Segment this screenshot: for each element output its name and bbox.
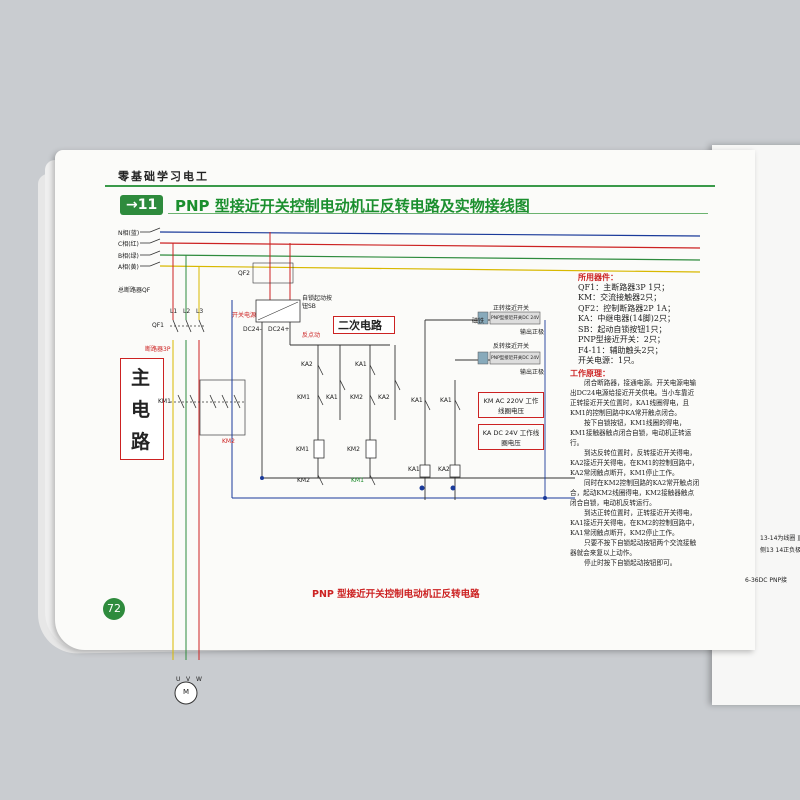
ka2-contact-2-label: KA2	[378, 394, 390, 401]
ka1-coil-label: KA1	[408, 466, 420, 473]
motor-v: V	[186, 676, 191, 683]
work-principle: 工作原理： 闭合断路器，接通电源。开关电源电输出DC24电源给接近开关供电。当小…	[570, 368, 700, 568]
l3-label: L3	[196, 308, 204, 315]
parts-list: 所用器件： QF1：主断路器3P 1只； KM：交流接触器2只； QF2：控制断…	[578, 272, 708, 367]
parts-item: QF2：控制断路器2P 1A；	[578, 303, 676, 313]
out-pos-label-1: 输出正极	[520, 329, 545, 336]
phase-label-b: B相(绿)	[118, 253, 139, 260]
right-page-caption-2: 13-14为线圈 直流	[760, 535, 800, 542]
parts-item: F4-11：辅助触头2只；	[578, 345, 663, 355]
reverse-start-label: 反点动	[302, 332, 321, 339]
km-voltage-box: KM AC 220V 工作线圈电压	[478, 392, 544, 418]
km1-coil-label: KM1	[296, 446, 309, 453]
work-paragraph: 到达正转位置时，正转接近开关得电，KA1接近开关得电，在KM2的控制回路中，KA…	[570, 509, 699, 537]
km1-main-label: KM1	[158, 398, 171, 405]
parts-item: 开关电源：1只。	[578, 356, 640, 365]
section-badge: →11	[120, 195, 164, 215]
km2-contact-label: KM2	[350, 394, 363, 401]
section-title: PNP 型接近开关控制电动机正反转电路及实物接线图	[175, 197, 530, 215]
out-pos-label-2: 输出正极	[520, 369, 545, 376]
book-title: 零基础学习电工	[118, 170, 209, 183]
qf2-label: QF2	[238, 270, 250, 277]
ka1-right-2-label: KA1	[440, 397, 452, 404]
phase-label-a: A相(黄)	[118, 264, 139, 271]
work-heading: 工作原理：	[570, 368, 610, 378]
dc24-minus-label: DC24-	[243, 326, 262, 333]
breaker3p-label: 断路器3P	[145, 346, 171, 353]
parts-item: KA：中继电器(14脚)2只；	[578, 314, 675, 323]
l2-label: L2	[183, 308, 191, 315]
work-paragraph: 到达反转位置时，反转接近开关得电，KA2接近开关得电，在KM1的控制回路中，KA…	[570, 449, 699, 477]
parts-item: KM：交流接触器2只；	[578, 293, 662, 302]
right-page-caption-1: 6-36DC PNP接	[745, 577, 788, 584]
km1-contact-label: KM1	[297, 394, 310, 401]
ka2-contact-label: KA2	[301, 361, 313, 368]
fwd-switch-label: 正转接近开关	[493, 305, 530, 312]
switch-psu-label: 开关电源	[232, 312, 257, 319]
parts-item: PNP型接近开关：2只；	[578, 335, 665, 344]
ka1-contact-2-label: KA1	[326, 394, 338, 401]
fwd-sensor-label: PNP型接近开关DC 24V	[491, 316, 540, 321]
page-number: 72	[103, 598, 125, 620]
secondary-circuit-label: 二次电路	[338, 319, 382, 332]
ka-voltage-box: KA DC 24V 工作线圈电压	[478, 424, 544, 450]
title-rule	[168, 213, 708, 214]
l1-label: L1	[170, 308, 178, 315]
header-rule	[105, 185, 715, 187]
parts-item: SB：起动自锁按钮1只；	[578, 324, 667, 334]
km2-interlock-label: KM2	[297, 477, 310, 484]
work-paragraph: 按下自锁按钮，KM1线圈的得电，KM1接触器触点闭合自锁，电动机正转运行。	[570, 419, 692, 447]
right-page-caption-3: 侧13 14正负极	[760, 547, 800, 554]
work-paragraph: 闭合断路器，接通电源。开关电源电输出DC24电源给接近开关供电。当小车靠近正转接…	[570, 379, 697, 417]
parts-heading: 所用器件：	[578, 272, 618, 282]
figure-caption: PNP 型接近开关控制电动机正反转电路	[312, 589, 480, 600]
km2-coil-label: KM2	[347, 446, 360, 453]
main-circuit-char-1: 主	[131, 367, 151, 389]
motor-label: M	[183, 688, 190, 696]
km1-interlock-label: KM1	[351, 477, 364, 484]
dc24-plus-label: DC24+	[268, 326, 290, 333]
ka1-right-label: KA1	[411, 397, 423, 404]
motor-w: W	[196, 676, 202, 683]
main-circuit-char-3: 路	[131, 431, 151, 453]
main-breaker-label: 总断路器QF	[118, 287, 151, 294]
self-reset-button-label: 自锁起动按钮SB	[302, 295, 333, 310]
km2-main-label: KM2	[222, 438, 235, 445]
qf1-label: QF1	[152, 322, 164, 329]
work-paragraph: 只要不按下自锁起动按钮两个交流接触器就会来复以上动作。	[570, 539, 697, 557]
work-paragraph: 同时在KM2控制回路的KA2常开触点闭合，起动KM2线圈得电，KM2接触器触点闭…	[570, 479, 700, 507]
ka1-contact-label: KA1	[355, 361, 367, 368]
phase-label-c: C相(红)	[118, 241, 139, 248]
rev-switch-label: 反转接近开关	[493, 343, 530, 350]
phase-wire-b	[159, 254, 701, 261]
magnet-label: 磁铁	[472, 318, 485, 325]
phase-wire-a	[159, 265, 701, 273]
main-circuit-box: 主 电 路	[120, 358, 164, 460]
main-circuit-char-2: 电	[131, 399, 151, 421]
phase-label-n: N相(蓝)	[118, 230, 140, 237]
phase-wire-n	[159, 231, 701, 237]
phase-wire-c	[159, 242, 701, 249]
motor-u: U	[176, 676, 181, 683]
work-paragraph: 停止时按下自锁起动按钮即可。	[584, 559, 677, 567]
parts-item: QF1：主断路器3P 1只；	[578, 282, 670, 292]
secondary-circuit-box: 二次电路	[333, 316, 395, 334]
ka2-coil-label: KA2	[438, 466, 450, 473]
rev-sensor-label: PNP型接近开关DC 24V	[491, 356, 540, 361]
